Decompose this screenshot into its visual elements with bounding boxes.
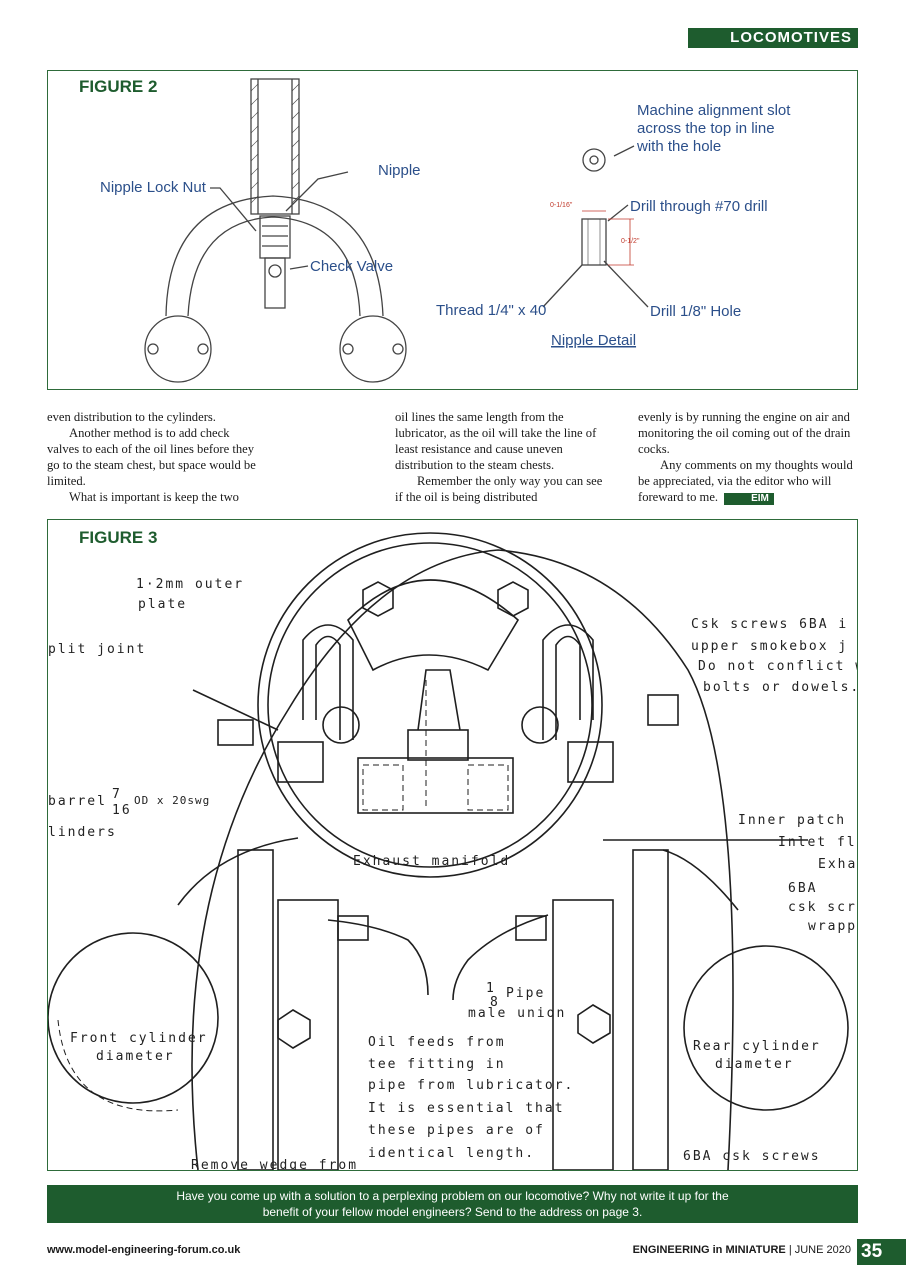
label-machine-slot-1: Machine alignment slot <box>637 102 791 119</box>
fig3-label: these pipes are of <box>368 1123 545 1138</box>
paragraph: even distribution to the cylinders. <box>47 410 216 424</box>
paragraph: Another method is to add check valves to… <box>47 426 256 488</box>
label-nipple-lock-nut: Nipple Lock Nut <box>100 179 207 196</box>
fig3-label: Inlet fla <box>778 835 857 850</box>
banner-line-1: Have you come up with a solution to a pe… <box>176 1189 729 1203</box>
article-column-3: evenly is by running the engine on air a… <box>638 409 858 505</box>
fig3-label: tee fitting in <box>368 1057 506 1072</box>
fig3-label: Csk screws 6BA i <box>691 617 848 632</box>
fig3-label: bolts or dowels. <box>703 680 857 695</box>
fig3-label: diameter <box>715 1057 794 1072</box>
label-machine-slot-3: with the hole <box>636 138 721 155</box>
fig3-label: plate <box>138 597 187 612</box>
paragraph: oil lines the same length from the lubri… <box>395 410 597 472</box>
dim-side: 0-1/2" <box>621 238 640 245</box>
fig3-label: 1 <box>486 981 496 996</box>
label-drill-70: Drill through #70 drill <box>630 198 768 215</box>
fig3-label: 1·2mm outer <box>136 577 244 592</box>
magazine-name: ENGINEERING in MINIATURE <box>632 1244 786 1256</box>
fig3-label: OD x 20swg <box>134 794 210 807</box>
issue-date: | JUNE 2020 <box>785 1244 851 1256</box>
fig3-label: barrel <box>48 794 107 809</box>
fig3-label: 6BA <box>788 881 817 896</box>
fig3-label: identical length. <box>368 1146 535 1161</box>
paragraph: Remember the only way you can see if the… <box>395 474 603 504</box>
fig3-label: Exhaust manifold <box>353 854 510 869</box>
article-column-2: oil lines the same length from the lubri… <box>395 409 609 505</box>
section-tag: LOCOMOTIVES <box>688 28 858 48</box>
fig3-label: Pipe <box>506 986 545 1001</box>
fig3-label: Exha <box>818 857 857 872</box>
fig3-label: Front cylinder <box>70 1031 208 1046</box>
dim-top: 0-1/16" <box>550 202 573 209</box>
fig3-label: It is essential that <box>368 1101 565 1116</box>
paragraph: What is important is keep the two <box>69 490 239 504</box>
fig3-label: 16 <box>112 803 132 818</box>
label-check-valve: Check Valve <box>310 258 393 275</box>
label-nipple-detail: Nipple Detail <box>551 332 636 349</box>
article-column-1: even distribution to the cylinders. Anot… <box>47 409 261 505</box>
fig3-label: male union <box>468 1006 566 1021</box>
figure-3-diagram: FIGURE 3 1·2mm outer plate plit joint Cs… <box>48 528 857 1170</box>
label-nipple: Nipple <box>378 162 421 179</box>
fig3-label: Oil feeds from <box>368 1035 506 1050</box>
label-thread: Thread 1/4" x 40 <box>436 302 546 319</box>
fig3-label: 6BA csk screws <box>683 1149 821 1164</box>
fig3-label: plit joint <box>48 642 146 657</box>
fig3-label: 8 <box>490 995 500 1010</box>
eim-end-mark: EIM <box>724 493 774 505</box>
fig3-label: Rear cylinder <box>693 1039 821 1054</box>
paragraph: evenly is by running the engine on air a… <box>638 410 851 456</box>
fig3-label: wrapp <box>808 919 857 934</box>
label-drill-hole: Drill 1/8" Hole <box>650 303 741 320</box>
fig3-label: pipe from lubricator. <box>368 1078 574 1093</box>
fig3-label: diameter <box>96 1049 175 1064</box>
figure-2-title: FIGURE 2 <box>79 77 158 96</box>
figure-3-title: FIGURE 3 <box>79 528 157 547</box>
footer-website: www.model-engineering-forum.co.uk <box>47 1244 241 1256</box>
figure-2: FIGURE 2 <box>47 70 858 390</box>
fig3-label: Remove wedge from <box>191 1158 358 1170</box>
fig3-label: linders <box>48 825 117 840</box>
fig3-label: upper smokebox j <box>691 639 848 654</box>
page-number: 35 <box>857 1239 906 1265</box>
figure-2-diagram: Nipple Nipple Lock Nut Check Valve Machi… <box>100 78 791 383</box>
fig3-label: Inner patch pl <box>738 813 857 828</box>
fig3-label: 7 <box>112 787 122 802</box>
figure-3: FIGURE 3 1·2mm outer plate plit joint Cs… <box>47 519 858 1171</box>
footer-magazine: ENGINEERING in MINIATURE | JUNE 2020 <box>633 1244 851 1256</box>
fig3-label: Do not conflict wi <box>698 659 857 674</box>
fig3-label: csk scr <box>788 900 857 915</box>
banner-line-2: benefit of your fellow model engineers? … <box>262 1205 643 1219</box>
call-to-action-banner: Have you come up with a solution to a pe… <box>47 1185 858 1223</box>
paragraph: Any comments on my thoughts would be app… <box>638 457 858 505</box>
paragraph-text: Any comments on my thoughts would be app… <box>638 458 853 504</box>
label-machine-slot-2: across the top in line <box>637 120 775 137</box>
